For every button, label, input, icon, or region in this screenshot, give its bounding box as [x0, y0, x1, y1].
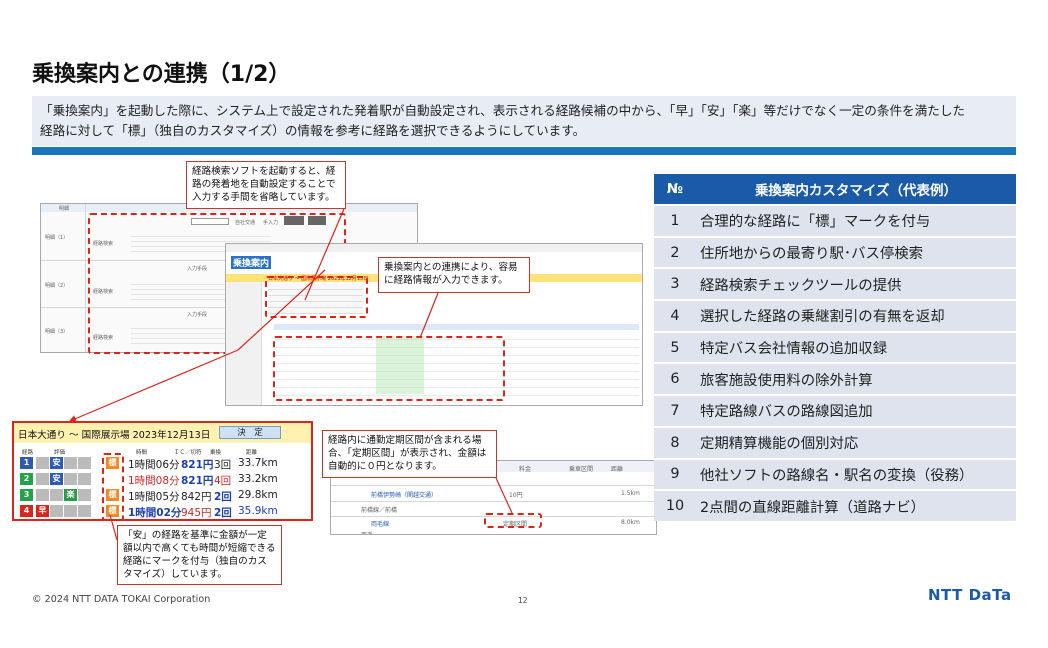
radio-own[interactable]: 自社交通	[235, 220, 256, 226]
standard-mark-highlight	[102, 453, 124, 521]
route-row-4[interactable]: 4 早 1時間02分 945円 2回 35.9km	[18, 503, 308, 519]
standard-mark-icon-3: 標	[106, 505, 119, 517]
route-row-3[interactable]: 3 楽 1時間05分 842円 2回 29.8km	[18, 487, 308, 503]
decide-button[interactable]: 決 定	[219, 426, 281, 439]
description-line-1: 「乗換案内」を起動した際に、システム上で設定された発着駅が自動設定され、表示され…	[40, 103, 966, 118]
detail-note-3: 定期区間	[503, 521, 528, 528]
detail-line-3: 両毛線	[371, 521, 390, 528]
hdr-no: 経路	[22, 450, 34, 456]
callout-easy-input: 乗換案内との連携により、容易に経路情報が入力できます。	[378, 257, 530, 293]
detail-fare-1: 10円	[509, 492, 523, 499]
radio-manual[interactable]: 手入力	[263, 220, 279, 226]
copyright: © 2024 NTT DATA TOKAI Corporation	[32, 594, 211, 605]
route-list-highlight	[265, 276, 368, 318]
col-fare: 料金	[519, 466, 532, 473]
detail-line-1: 前橋伊勢崎（関越交通）	[371, 492, 438, 499]
commuter-pass-highlight	[484, 513, 542, 528]
input-method-select[interactable]	[191, 218, 229, 225]
transit-app-logo: 乗換案内	[231, 256, 272, 269]
detail-line-4: 両毛	[361, 530, 373, 534]
col-section: 乗車区間	[569, 466, 594, 473]
standard-mark-icon-2: 標	[106, 489, 119, 501]
search-label-2: 経路検索	[93, 289, 114, 295]
hdr-transfer: 乗換	[210, 450, 222, 456]
row-label-3: 明細（3）	[45, 329, 69, 335]
row-label-1: 明細（1）	[45, 235, 69, 241]
page-title: 乗換案内との連携（1/2）	[32, 62, 291, 87]
row-label-2: 明細（2）	[45, 283, 69, 289]
route-row-2[interactable]: 2 安 1時間08分 821円 4回 33.2km	[18, 471, 308, 487]
route-result-panel: 日本大通り 〜 国際展示場 2023年12月13日 決 定 経路 評価 時間 Ｉ…	[12, 421, 313, 521]
description-line-2: 経路に対して「標」（独自のカスタマイズ）の情報を参考に経路を選択できるようにして…	[40, 123, 586, 138]
table-header: № 乗換案内カスタマイズ（代表例）	[654, 174, 1016, 204]
callout-auto-setting: 経路検索ソフトを起動すると、経路の発着地を自動設定することで入力する手間を省略し…	[186, 161, 346, 209]
detail-dist-3: 8.0km	[621, 519, 640, 526]
input-btn-3[interactable]: 入力手段	[187, 312, 208, 318]
transit-sidebar	[226, 282, 262, 405]
route-search-button[interactable]	[284, 216, 304, 225]
hdr-distance: 距離	[246, 450, 258, 456]
search-label-3: 経路検索	[93, 335, 114, 341]
callout-commuter-pass: 経路内に通勤定期区間が含まれる場合、「定期区間」が表示され、金額は自動的に０円と…	[322, 430, 497, 478]
route-row-1[interactable]: 1 安 1時間06分 821円 3回 33.7km	[18, 455, 308, 471]
ntt-data-logo: NTT DaTa	[928, 586, 1012, 604]
row-header-label: 明細	[59, 206, 70, 212]
description: 「乗換案内」を起動した際に、システム上で設定された発着駅が自動設定され、表示され…	[32, 96, 1016, 146]
route-detail-highlight	[273, 336, 505, 401]
accent-bar	[32, 147, 1016, 155]
detail-dist-1: 1.5km	[621, 490, 640, 497]
col-distance: 距離	[611, 466, 624, 473]
input-btn-2[interactable]: 入力手段	[187, 266, 208, 272]
hdr-time: 時間	[136, 450, 148, 456]
detail-line-2: 前橋線／前橋	[361, 507, 398, 514]
callout-mark-rule: 「安」の経路を基準に金額が一定額以内で高くても時間が短縮できる経路にマークを付与…	[117, 525, 282, 585]
standard-mark-icon-1: 標	[106, 457, 119, 469]
search-label-1: 経路検索	[93, 241, 114, 247]
hdr-eval: 評価	[54, 450, 66, 456]
hdr-fare: ＩＣ／切符	[174, 450, 202, 456]
page-number: 12	[518, 596, 528, 605]
